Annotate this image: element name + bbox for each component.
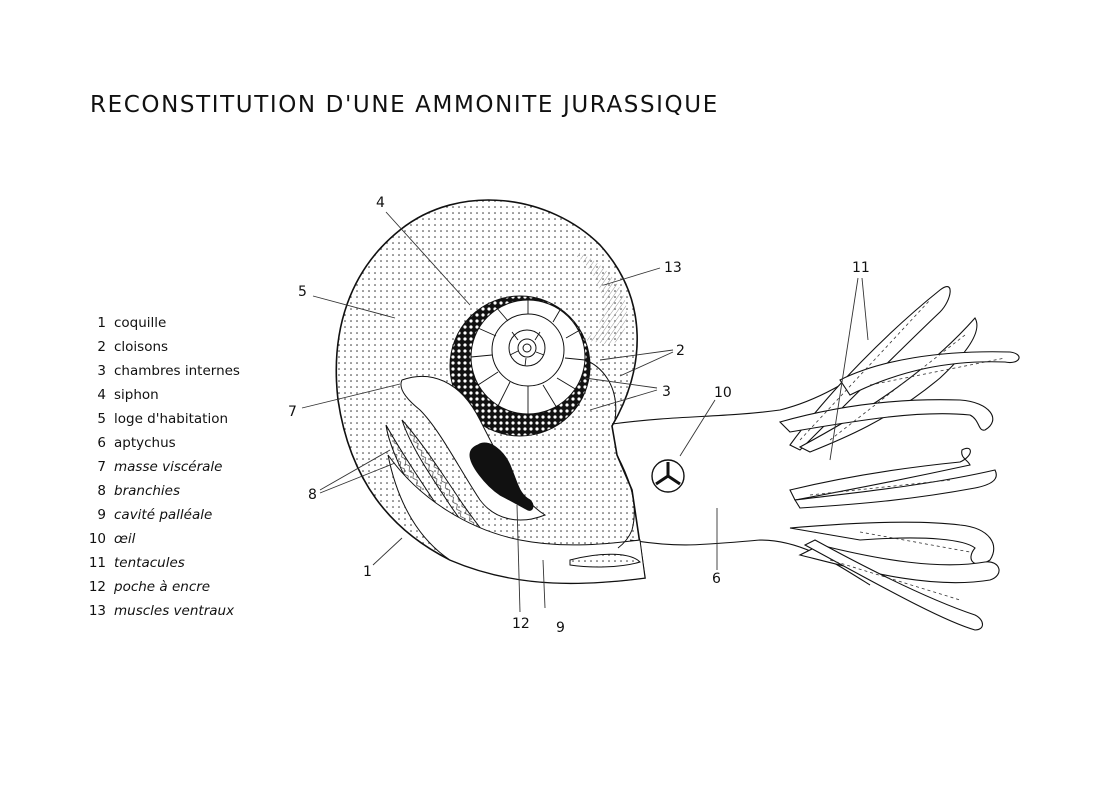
legend-number: 9	[97, 507, 106, 523]
legend-number: 8	[97, 483, 106, 499]
legend-label: aptychus	[114, 435, 176, 451]
legend-label: œil	[114, 531, 136, 547]
legend-number: 5	[97, 411, 106, 427]
callout-13: 13	[664, 260, 682, 276]
legend-number: 2	[97, 339, 106, 355]
legend-number: 12	[88, 579, 106, 595]
legend-number: 11	[88, 555, 106, 571]
legend-item: 9 cavité palléale	[88, 505, 240, 529]
legend-label: poche à encre	[114, 579, 211, 595]
callout-6: 6	[712, 571, 721, 587]
eye-icon	[651, 459, 685, 493]
legend-label: masse viscérale	[114, 459, 223, 475]
page-title: RECONSTITUTION D'UNE AMMONITE JURASSIQUE	[90, 92, 719, 118]
callout-7: 7	[288, 404, 297, 420]
legend-label: branchies	[114, 483, 181, 499]
legend-number: 3	[97, 363, 106, 379]
legend-label: tentacules	[114, 555, 185, 571]
sucker-row	[829, 334, 966, 441]
legend-item: 2 cloisons	[88, 337, 240, 361]
sucker-row	[869, 357, 1006, 386]
callout-8: 8	[308, 487, 317, 503]
legend-label: muscles ventraux	[114, 603, 235, 619]
tentacle	[778, 399, 994, 433]
legend-item: 6 aptychus	[88, 433, 240, 457]
legend-item: 1 coquille	[88, 313, 240, 337]
legend-number: 10	[88, 531, 106, 547]
legend: 1 coquille 2 cloisons 3 chambres internes 4…	[88, 313, 240, 625]
legend-number: 7	[97, 459, 106, 475]
callout-4: 4	[376, 195, 385, 211]
ink-sac	[469, 442, 534, 511]
tentacle	[803, 539, 984, 631]
legend-item: 11 tentacules	[88, 553, 240, 577]
legend-item: 7 masse viscérale	[88, 457, 240, 481]
tentacle	[794, 469, 997, 509]
internal-chambers	[584, 359, 617, 427]
mantle-cavity	[387, 454, 646, 584]
callout-2: 2	[676, 343, 685, 359]
ventral-muscles	[575, 252, 627, 345]
callout-1: 1	[363, 564, 372, 580]
tentacle	[789, 521, 995, 565]
tentacles	[611, 286, 1020, 631]
sucker-row	[799, 299, 931, 441]
tentacle	[839, 351, 1020, 396]
mantle-fold	[569, 553, 641, 568]
callout-10: 10	[714, 385, 732, 401]
leader-lines	[301, 211, 869, 613]
callout-9: 9	[556, 620, 565, 636]
sucker-row	[829, 559, 961, 601]
legend-number: 13	[88, 603, 106, 619]
legend-item: 5 loge d'habitation	[88, 409, 240, 433]
callout-12: 12	[512, 616, 530, 632]
aptychus	[616, 454, 635, 549]
legend-label: siphon	[114, 387, 159, 403]
legend-item: 12 poche à encre	[88, 577, 240, 601]
legend-item: 3 chambres internes	[88, 361, 240, 385]
callout-3: 3	[662, 384, 671, 400]
tentacle	[789, 447, 971, 501]
legend-label: coquille	[114, 315, 167, 331]
legend-label: loge d'habitation	[114, 411, 229, 427]
callout-labels: 4 5 13 2 3 7 8 1 10 6 11 12 9	[288, 195, 870, 636]
legend-label: chambres internes	[114, 363, 240, 379]
legend-number: 1	[97, 315, 106, 331]
callout-5: 5	[298, 284, 307, 300]
suckers	[799, 299, 1006, 601]
callout-11: 11	[852, 260, 870, 276]
legend-item: 13 muscles ventraux	[88, 601, 240, 625]
legend-number: 6	[97, 435, 106, 451]
legend-item: 4 siphon	[88, 385, 240, 409]
sucker-row	[859, 531, 971, 553]
legend-item: 10 œil	[88, 529, 240, 553]
legend-item: 8 branchies	[88, 481, 240, 505]
legend-number: 4	[97, 387, 106, 403]
septa	[470, 300, 586, 414]
legend-label: cloisons	[114, 339, 169, 355]
legend-label: cavité palléale	[114, 507, 213, 523]
